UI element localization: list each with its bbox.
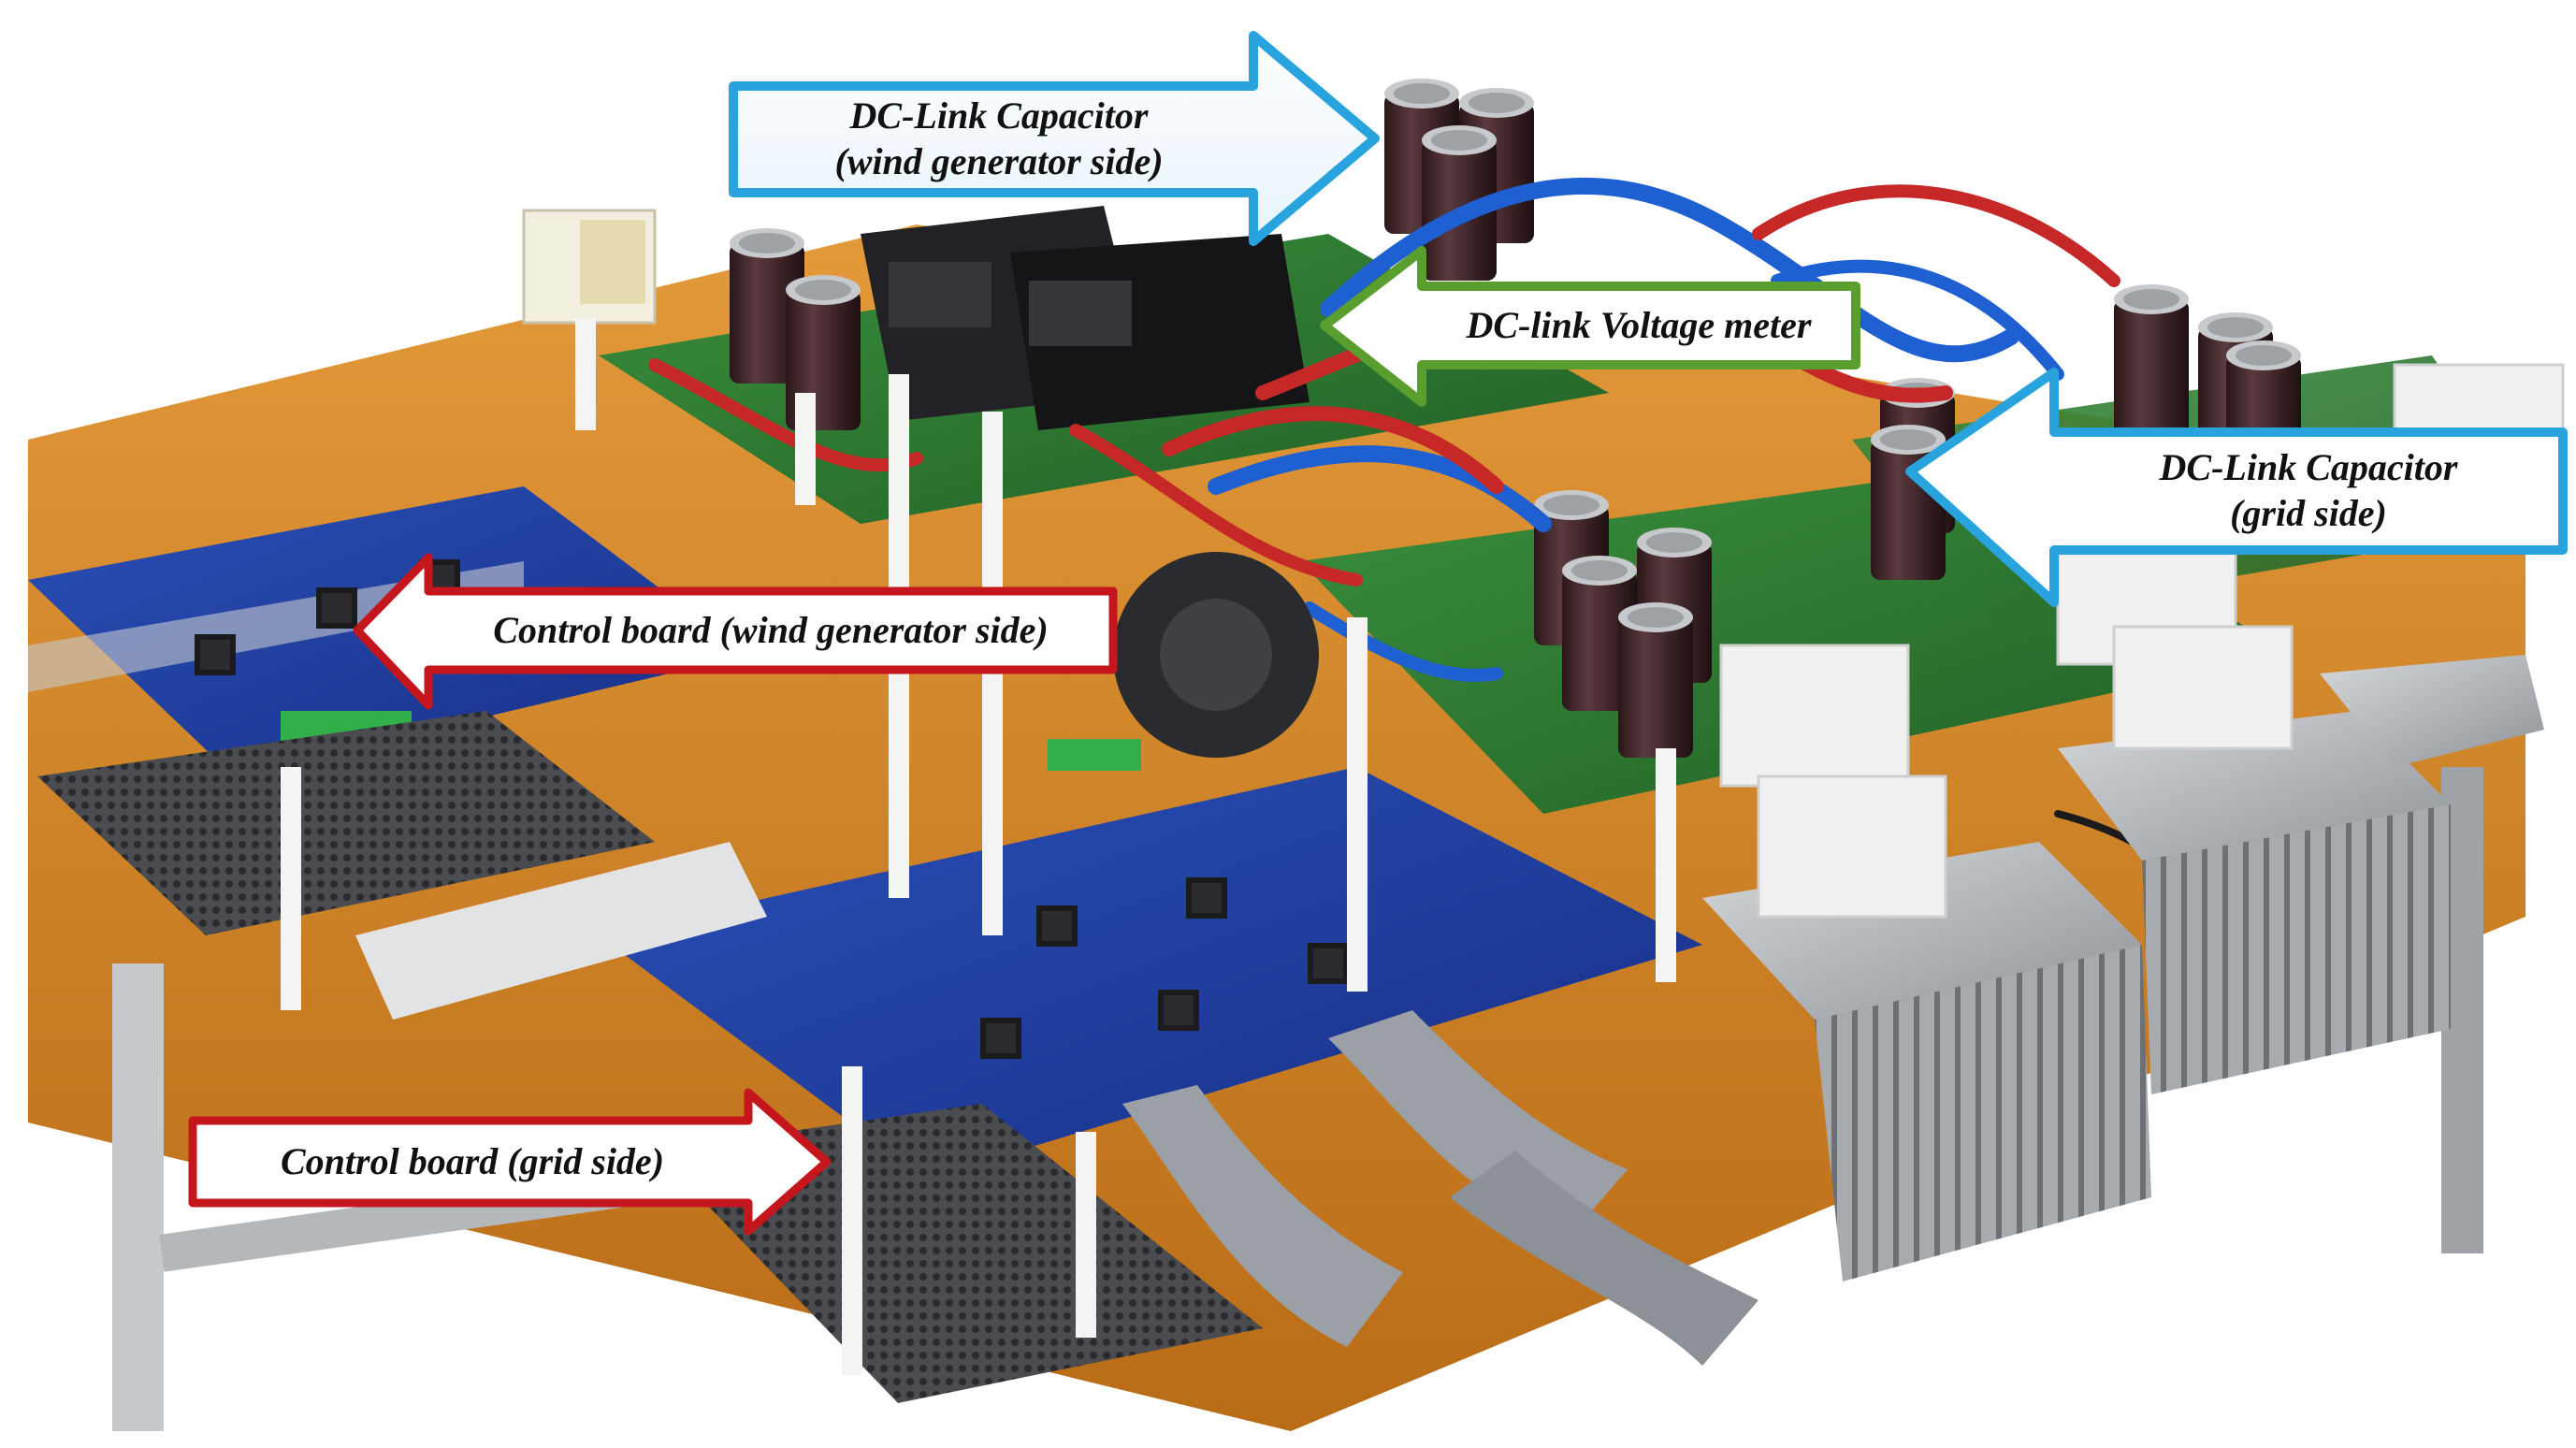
callout-dc-link-voltage-meter: DC-link Voltage meter (1319, 245, 1861, 413)
arrow-left-icon (1320, 246, 1860, 407)
arrow-right-icon (729, 31, 1380, 246)
dc-link-voltage-meters (861, 206, 1310, 430)
terminal-block (355, 842, 767, 1020)
callout-line1: Control board (grid side) (280, 1139, 665, 1182)
nylon-standoffs (281, 318, 1676, 1375)
control-board-grid (599, 767, 1702, 1179)
callout-line1: DC-Link Capacitor (849, 94, 1149, 138)
ribbon-cable (1450, 1151, 1758, 1366)
ribbon-cable (1328, 1010, 1628, 1235)
green-terminal (1048, 739, 1141, 771)
table-leg (112, 963, 164, 1431)
callout-line1: DC-Link Capacitor (2159, 446, 2458, 489)
arrow-left-icon (1905, 368, 2568, 607)
callout-line2: (wind generator side) (834, 140, 1164, 182)
callout-line1: Control board (wind generator side) (493, 608, 1049, 651)
callout-dc-link-capacitor-grid: DC-Link Capacitor (grid side) (1904, 367, 2569, 610)
callout-line1: DC-link Voltage meter (1466, 303, 1812, 346)
callout-dc-link-capacitor-gen: DC-Link Capacitor (wind generator side) (728, 28, 1382, 253)
arrow-left-icon (353, 553, 1118, 710)
arrow-right-icon (188, 1088, 832, 1236)
callout-control-board-gen: Control board (wind generator side) (352, 552, 1119, 711)
callout-control-board-grid: Control board (grid side) (187, 1087, 832, 1237)
psu-left (37, 711, 655, 935)
callout-line2: (grid side) (2230, 492, 2387, 534)
ribbon-cable (1122, 1085, 1403, 1347)
